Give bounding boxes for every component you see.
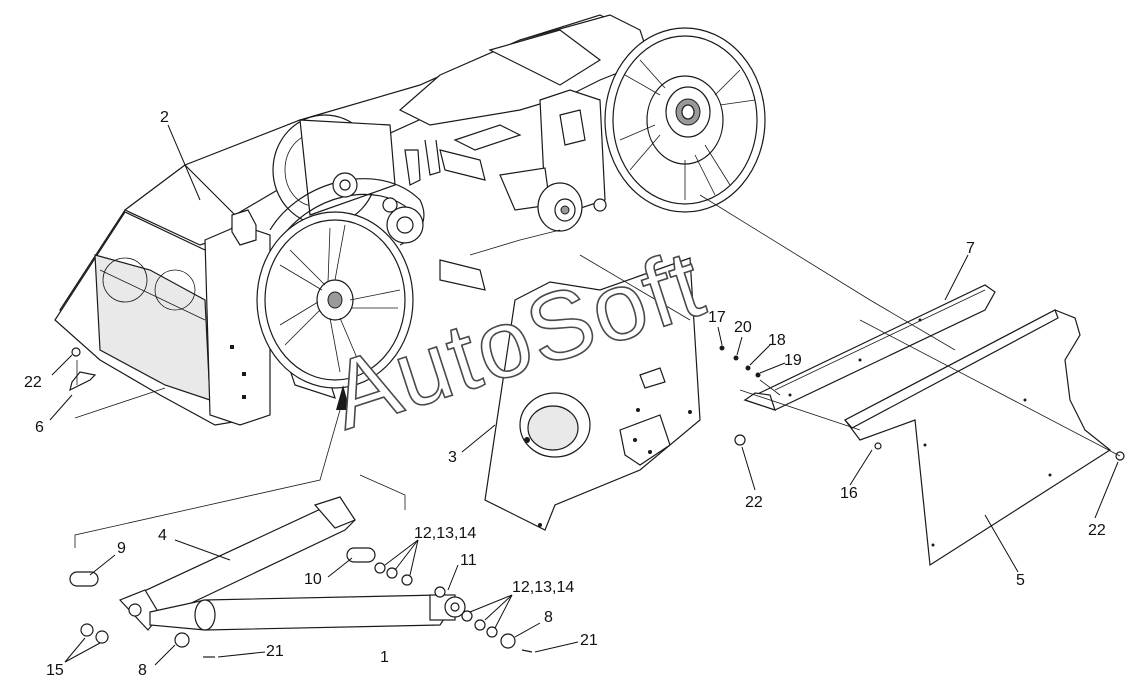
callout-7: 7 (966, 240, 975, 257)
callout-4: 4 (158, 527, 167, 544)
callout-11: 11 (460, 552, 477, 569)
callout-22-left: 22 (24, 374, 42, 391)
callout-22-plate: 22 (745, 494, 763, 511)
callout-labels: 1 2 3 4 5 6 7 8 8 9 10 11 12,13,14 12,13… (24, 109, 1106, 679)
bottom-guard-sheet (844, 309, 1112, 567)
callout-21-right: 21 (580, 632, 598, 649)
callout-10: 10 (304, 571, 322, 588)
guard-plate (484, 257, 701, 531)
callout-21-left: 21 (266, 643, 284, 660)
left-pulley-wheel (256, 211, 414, 389)
callout-20: 20 (734, 319, 752, 336)
callout-16: 16 (840, 485, 858, 502)
cylinder-upper (118, 496, 356, 631)
leader-lines (49, 124, 1119, 666)
callout-8-left: 8 (138, 662, 147, 679)
callout-12-13-14-lower: 12,13,14 (512, 579, 574, 596)
callout-9: 9 (117, 540, 126, 557)
right-pulley-wheel (604, 27, 766, 213)
angle-bar (743, 284, 996, 411)
callout-8-right: 8 (544, 609, 553, 626)
callout-2: 2 (160, 109, 169, 126)
callout-22-right: 22 (1088, 522, 1106, 539)
small-hardware (69, 345, 1125, 658)
assembly-lines (74, 194, 1121, 548)
cylinder-lower (149, 586, 466, 631)
callout-15: 15 (46, 662, 64, 679)
assembly-arrow (336, 385, 350, 410)
callout-1: 1 (380, 649, 389, 666)
callout-6: 6 (35, 419, 44, 436)
callout-3: 3 (448, 449, 457, 466)
callout-19: 19 (784, 352, 802, 369)
callout-12-13-14-upper: 12,13,14 (414, 525, 476, 542)
callout-17: 17 (708, 309, 726, 326)
callout-18: 18 (768, 332, 786, 349)
callout-5: 5 (1016, 572, 1025, 589)
